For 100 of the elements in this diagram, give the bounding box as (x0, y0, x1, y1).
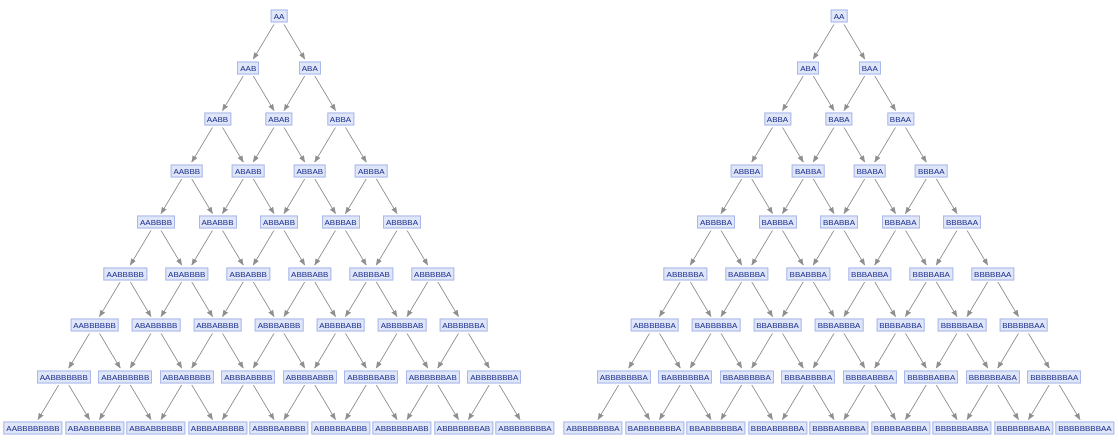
string-node: BBBBABA (909, 267, 953, 280)
string-node: BABBA (791, 164, 825, 177)
arrow (812, 333, 835, 369)
arrow (782, 333, 804, 369)
string-node: AAB (237, 61, 260, 74)
string-node: ABBBA (730, 164, 764, 177)
string-node: ABBBBBBA (439, 318, 488, 332)
arrow (689, 333, 712, 369)
arrow (812, 281, 835, 318)
string-node: ABBABBBBB (159, 370, 214, 383)
arrow (437, 281, 459, 318)
arrow (37, 384, 60, 421)
arrow (222, 281, 244, 318)
arrow (905, 178, 927, 215)
arrow (905, 127, 927, 163)
arrow (751, 127, 773, 163)
string-node: BABBBA (758, 215, 797, 229)
string-node: ABBA (326, 112, 355, 126)
string-node: AABBB (170, 164, 204, 177)
string-node: ABBBBBABB (344, 370, 399, 383)
string-node: ABBABBBB (193, 318, 242, 332)
arrow (252, 24, 275, 60)
string-node: ABAB (265, 112, 293, 126)
string-node: BBBBBABA (937, 318, 987, 332)
arrow (129, 384, 152, 421)
arrow (160, 333, 183, 369)
string-node: BABA (825, 112, 853, 126)
arrow (659, 384, 681, 421)
arrow (659, 281, 681, 318)
arrow (406, 281, 429, 318)
arrow (812, 384, 835, 421)
arrow (997, 281, 1019, 318)
arrow (905, 333, 927, 369)
arrow (874, 178, 896, 215)
arrow (406, 333, 429, 369)
arrow (252, 230, 275, 266)
arrow (191, 178, 213, 215)
string-node: BBBBBBBAA (1027, 370, 1082, 383)
arrow (874, 230, 896, 266)
string-node: ABBBBABBB (282, 370, 337, 383)
string-node: BBABA (853, 164, 887, 177)
arrow (843, 127, 866, 163)
string-node: ABBBBBAB (377, 318, 427, 332)
string-node: BBBBBBAA (999, 318, 1048, 332)
arrow (283, 384, 306, 421)
arrow (283, 178, 306, 215)
arrow (782, 75, 804, 112)
arrow (222, 333, 244, 369)
string-node: BBBBBABBA (904, 370, 959, 383)
arrow (905, 230, 927, 266)
arrow (314, 230, 336, 266)
string-node: ABBBBBBABB (372, 421, 432, 435)
arrow (191, 333, 213, 369)
arrow (843, 230, 866, 266)
arrow (314, 333, 336, 369)
arrow (252, 75, 275, 112)
arrow (345, 281, 367, 318)
string-node: BBBBBBABBA (932, 421, 992, 435)
string-node: BAA (858, 61, 881, 74)
string-node: BBBBAA (943, 215, 981, 229)
arrow (874, 75, 896, 112)
string-node: ABABBBBB (131, 318, 181, 332)
arrow (252, 281, 275, 318)
string-node: BABBBBBBA (658, 370, 713, 383)
arrow (689, 230, 712, 266)
string-node: BBBBABBBA (842, 370, 897, 383)
string-node: ABA (797, 61, 820, 74)
arrow (812, 75, 835, 112)
arrow (129, 281, 152, 318)
string-node: ABBBBBBBBA (563, 421, 623, 435)
arrow (468, 384, 490, 421)
string-node: AA (270, 9, 288, 23)
arrow (406, 230, 429, 266)
string-node: ABBBA (354, 164, 388, 177)
string-node: ABABBBBBBB (64, 421, 125, 435)
arrow (720, 384, 743, 421)
arrow (812, 127, 835, 163)
arrow (99, 384, 121, 421)
arrow (437, 333, 459, 369)
string-node: ABABBBB (165, 267, 209, 280)
arrow (314, 178, 336, 215)
arrow (843, 75, 866, 112)
string-node: ABBBBBBBA (596, 370, 651, 383)
string-node: BBABBBA (786, 267, 830, 280)
arrow (782, 281, 804, 318)
string-node: BBBBBBABA (965, 370, 1020, 383)
arrow (222, 384, 244, 421)
string-node: ABABBBBBB (98, 370, 153, 383)
arrow (160, 230, 183, 266)
arrow (782, 178, 804, 215)
arrow (68, 384, 90, 421)
arrow (966, 384, 989, 421)
arrow (966, 333, 989, 369)
arrow (597, 384, 620, 421)
arrow (843, 24, 866, 60)
string-node: ABBBBBBBAB (433, 421, 494, 435)
string-node: AABBBBBB (70, 318, 119, 332)
arrow (283, 127, 306, 163)
string-node: AABBBBBBBB (3, 421, 63, 435)
string-node: BABBBBBA (691, 318, 741, 332)
